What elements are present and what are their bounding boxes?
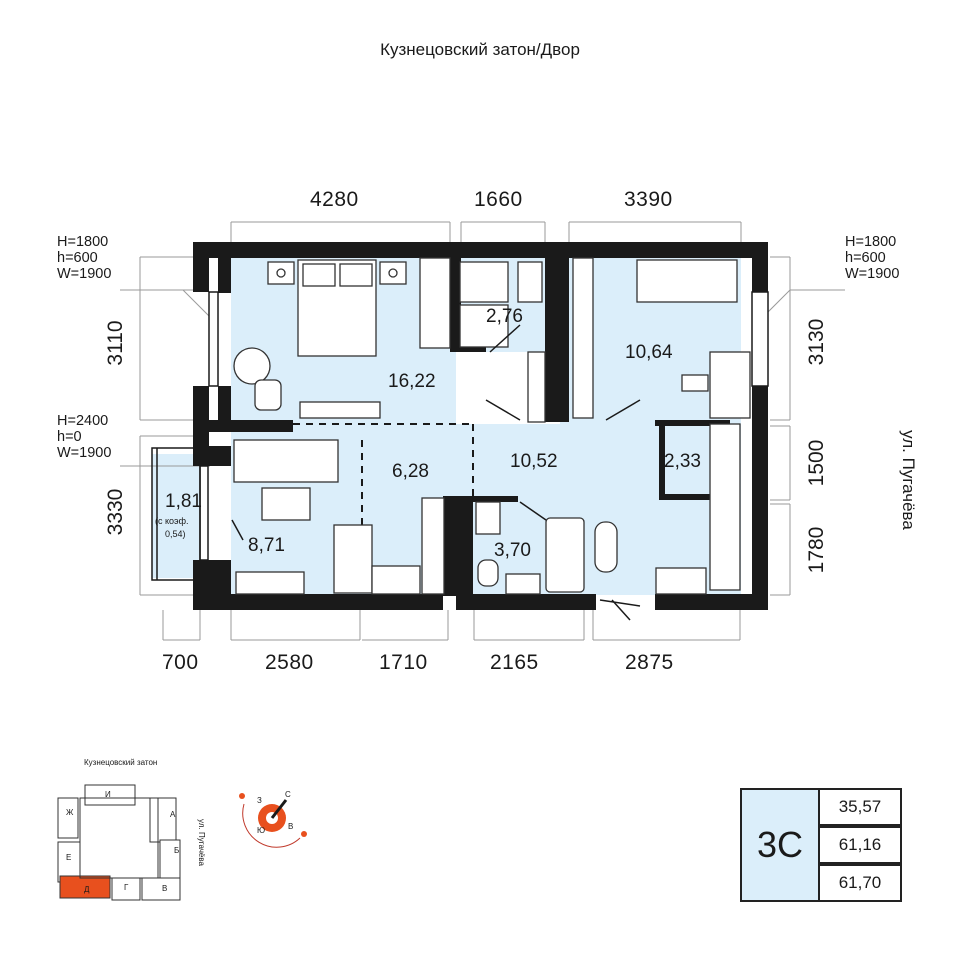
dim-right-2: 1500: [805, 439, 828, 487]
walls: [193, 242, 768, 610]
compass-west: З: [257, 796, 262, 805]
balcony-note: (с коэф.: [155, 516, 189, 526]
furniture: [233, 257, 751, 595]
dimension-lines: [120, 221, 845, 641]
compass: С З Ю В: [230, 786, 320, 856]
minimap-label-b: Б: [174, 846, 180, 855]
room-area-bath: 3,70: [494, 540, 531, 561]
dim-left-1: 3110: [104, 320, 127, 366]
dim-right-3: 1780: [805, 526, 828, 574]
room-area-wardrobe: 2,33: [664, 451, 701, 472]
minimap: Кузнецовский затон Ж И А Е Б Д Г В ул. П…: [50, 758, 220, 908]
minimap-label-d: Д: [84, 885, 90, 894]
window-spec-left-upper: H=1800 h=600 W=1900: [57, 234, 112, 282]
minimap-title: Кузнецовский затон: [84, 758, 158, 767]
living-area-value: 35,57: [820, 788, 902, 826]
room-area-bedroom2: 10,64: [625, 342, 673, 363]
room-area-kitchen: 6,28: [392, 461, 429, 482]
page-title: Кузнецовский затон/Двор: [380, 40, 580, 59]
minimap-label-a: А: [170, 810, 176, 819]
apartment-type: 3С: [740, 788, 820, 902]
room-area-bedroom: 16,22: [388, 371, 436, 392]
dim-bottom-2: 2580: [265, 651, 314, 674]
summary-box: 3С 35,57 61,16 61,70: [740, 788, 902, 902]
total-area-value: 61,70: [820, 864, 902, 902]
room-area-balcony: 1,81: [165, 491, 202, 512]
compass-north: С: [285, 790, 291, 799]
dim-top-1: 4280: [310, 188, 359, 211]
dim-bottom-5: 2875: [625, 651, 674, 674]
compass-east: В: [288, 822, 294, 831]
window-spec-right-upper: H=1800 h=600 W=1900: [845, 234, 900, 282]
street-label: ул. Пугачёва: [899, 430, 918, 530]
dim-top-2: 1660: [474, 188, 523, 211]
dim-right-1: 3130: [805, 318, 828, 366]
dim-bottom-1: 700: [162, 651, 199, 674]
dim-left-2: 3330: [104, 488, 127, 536]
window-spec-left-lower: H=2400 h=0 W=1900: [57, 413, 112, 461]
minimap-blocks: [57, 784, 181, 901]
minimap-street: ул. Пугачёва: [196, 819, 206, 866]
minimap-label-e: Е: [66, 853, 72, 862]
room-area-wc: 2,76: [486, 306, 523, 327]
dim-bottom-3: 1710: [379, 651, 428, 674]
room-area-living: 8,71: [248, 535, 285, 556]
minimap-label-g: Г: [124, 883, 129, 892]
dim-bottom-4: 2165: [490, 651, 539, 674]
balcony-coef: 0,54): [165, 529, 186, 539]
compass-south: Ю: [257, 826, 266, 835]
compass-icon: [239, 793, 307, 848]
room-area-hall: 10,52: [510, 451, 558, 472]
dim-top-3: 3390: [624, 188, 673, 211]
minimap-label-v: В: [162, 884, 168, 893]
area-value: 61,16: [820, 826, 902, 864]
minimap-label-zh: Ж: [66, 808, 74, 817]
minimap-label-i: И: [105, 790, 111, 799]
